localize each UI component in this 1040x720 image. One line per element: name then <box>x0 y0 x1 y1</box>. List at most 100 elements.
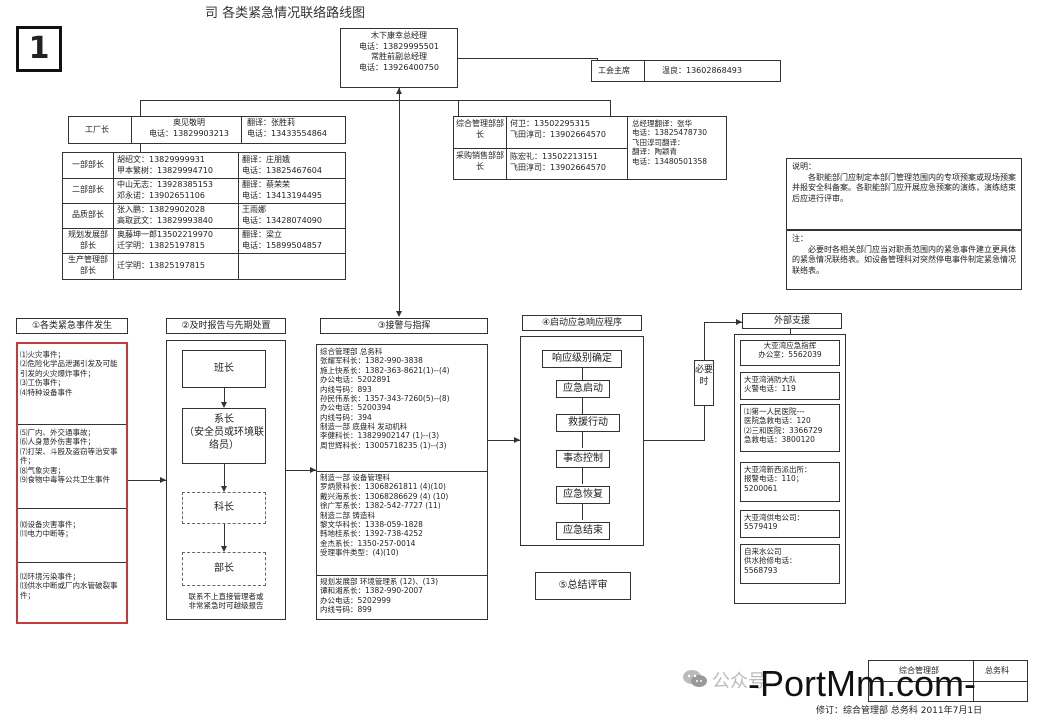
contact-line: 综合管理部 总务科 <box>320 347 383 356</box>
factory-manager: 奥见敬明 <box>173 118 205 127</box>
col3-box: 综合管理部 总务科 张耀军科长：1382-990-3838 施上快系长：1382… <box>316 344 488 620</box>
contact-line: 周世辉科长：13005718235 (1)--(3) <box>320 440 447 450</box>
department-label: 二部部长 <box>72 185 104 194</box>
external-line: 5200061 <box>744 483 778 493</box>
contact-line: 办公电话：5202891 <box>320 375 391 385</box>
top-manager-line: 电话：13829995501 <box>359 41 439 51</box>
event-item: ⑴火灾事件； <box>20 350 65 359</box>
event-item: ⑾电力中断等； <box>20 529 73 539</box>
note-title: 注： <box>792 234 808 243</box>
col2-header: ②及时报告与先期处置 <box>166 318 286 334</box>
purchase-label: 采购销售部部长 <box>456 151 504 171</box>
comprehensive-line: 飞田淳司：13902664570 <box>510 129 606 139</box>
comprehensive-box: 综合管理部部长 何卫：13502295315 飞田淳司：13902664570 … <box>453 116 628 180</box>
factory-phone: 电话：13829903213 <box>149 128 229 138</box>
note-body: 各职能部门应制定本部门管理范围内的专项预案或现场预案并报安全科备案。各职能部门应… <box>792 172 1016 203</box>
top-manager-line: 木下康幸总经理 <box>371 31 427 40</box>
department-translator: 电话：15899504857 <box>242 240 322 250</box>
summary-review: ⑤总结评审 <box>535 572 631 600</box>
purchase-line: 飞田淳司：13902664570 <box>510 162 606 172</box>
top-manager-line: 常胜前副总经理 <box>371 52 427 62</box>
event-item: ⑵危险化学品泄漏引发及可能引发的火灾爆炸事件； <box>20 359 118 378</box>
department-contact: 奥藤坤一郎13502219970 <box>117 230 213 239</box>
gm-translator-line: 翻译：陶颖青 <box>632 147 677 157</box>
external-line: 急救电话：3800120 <box>744 435 815 445</box>
event-item: ⑽设备灾害事件； <box>20 520 80 529</box>
external-line: 火警电话：119 <box>744 384 796 394</box>
department-contact: 张入鹏：13829902028 <box>117 205 205 214</box>
department-contact: 甲本繁树：13829994710 <box>117 165 213 175</box>
required-label: 必要时 <box>694 360 714 406</box>
response-step: 应急结束 <box>556 522 610 540</box>
department-label: 品质部长 <box>72 210 104 219</box>
step-team-leader: 班长 <box>182 350 266 388</box>
external-contact: 大亚湾新西派出所： 报警电话：110； 5200061 <box>740 462 840 502</box>
contact-line: 黎文华科长：1338-059-1828 <box>320 519 423 529</box>
note-body: 必要时各相关部门应当对职责范围内的紧急事件建立更具体的紧急情况联络表。如设备管理… <box>792 244 1016 275</box>
external-line: ⑵三和医院：3366729 <box>744 425 823 435</box>
contact-line: 金杰系长：1350-257-0014 <box>320 538 416 548</box>
external-contact: ⑴第一人民医院--- 医院急救电话：120 ⑵三和医院：3366729 急救电话… <box>740 404 840 452</box>
external-contact: 大亚湾供电公司： 5579419 <box>740 510 840 538</box>
step-director: 部长 <box>182 552 266 586</box>
department-label: 规划发展部部长 <box>68 230 108 250</box>
connector-line <box>458 58 598 59</box>
note-title: 说明： <box>792 162 816 171</box>
contact-line: 规划发展部 环境管理系 (12)、(13) <box>320 577 439 586</box>
event-item: ⑺打架、斗殴及盗窃等治安事件； <box>20 446 118 466</box>
contact-line: 制造一部 设备管理科 <box>320 473 390 482</box>
revision-note: 修订：综合管理部 总务科 2011年7月1日 <box>816 706 983 716</box>
contact-line: 办公电话：5200394 <box>320 403 391 413</box>
department-translator: 王雨娜 <box>242 205 266 214</box>
stamp-label: 综合管理部 <box>899 666 939 675</box>
department-contact: 邓永诺：13902651106 <box>117 190 205 200</box>
gm-translator-line: 总经理翻译：张华 <box>632 119 692 128</box>
arrow-right-icon <box>514 437 520 443</box>
contact-line: 罗炳景科长：13068261811 (4)(10) <box>320 482 446 492</box>
response-step: 事态控制 <box>556 450 610 468</box>
contact-line: 徐广军系长：1382-542-7727 (11) <box>320 501 441 511</box>
gm-translator-line: 电话：13480501358 <box>632 156 707 166</box>
department-translator: 翻译：蔡荣荣 <box>242 180 290 189</box>
top-manager-line: 电话：13926400750 <box>359 62 439 72</box>
contact-line: 韩地桂系长：1392-738-4252 <box>320 529 423 539</box>
contact-line: 内线号码：893 <box>320 384 372 394</box>
watermark: -PortMm.com- <box>748 663 976 704</box>
department-contact: 胡绍文：13829999931 <box>117 155 205 164</box>
col4-header: ④启动应急响应程序 <box>522 315 642 331</box>
note-box-1: 说明： 各职能部门应制定本部门管理范围内的专项预案或现场预案并报安全科备案。各职… <box>786 158 1022 230</box>
department-translator: 电话：13825467604 <box>242 165 322 175</box>
note-box-2: 注： 必要时各相关部门应当对职责范围内的紧急事件建立更具体的紧急情况联络表。如设… <box>786 230 1022 290</box>
contact-line: 施上快系长：1382-363-8621(1)--(4) <box>320 365 450 375</box>
department-contact: 迁学明：13825197815 <box>117 261 205 270</box>
external-contact: 自来水公司 供水抢修电话： 5568793 <box>740 544 840 584</box>
external-line: 大亚湾应急指挥 <box>763 341 817 350</box>
approval-stamp-table: 综合管理部 总务科 <box>868 660 1028 702</box>
contact-line: 谭和湘系长：1382-990-2007 <box>320 586 423 596</box>
contact-line: 孙民伟系长：1357-343-7260(5)--(8) <box>320 393 450 403</box>
external-contact: 大亚湾应急指挥 办公室：5562039 <box>740 340 840 366</box>
external-line: 大亚湾供电公司： <box>744 513 804 522</box>
department-translator: 翻译：梁立 <box>242 230 282 239</box>
department-contact: 高取武文：13829993840 <box>117 215 213 225</box>
response-step: 应急恢复 <box>556 486 610 504</box>
arrow-right-icon <box>736 319 742 325</box>
event-item: ⒀供水中断或厂内水管破裂事件； <box>20 581 118 600</box>
purchase-line: 陈宏礼：13502213151 <box>510 152 598 161</box>
event-item: ⑿环境污染事件； <box>20 572 80 581</box>
response-step: 响应级别确定 <box>542 350 622 368</box>
event-item: ⑻气象灾害； <box>20 465 65 475</box>
external-contact: 大亚湾消防大队 火警电话：119 <box>740 372 840 400</box>
union-box: 工会主席 温良：13602868493 <box>591 60 781 82</box>
department-label: 一部部长 <box>72 160 104 169</box>
arrow-down-icon <box>221 486 227 492</box>
arrow-down-icon <box>221 402 227 408</box>
col1-header: ①各类紧急事件发生 <box>16 318 128 334</box>
escalation-note: 非常紧急时可越级报告 <box>188 601 264 611</box>
col3-header: ③接警与指挥 <box>320 318 488 334</box>
comprehensive-line: 何卫：13502295315 <box>510 119 590 128</box>
contact-line: 戴兴海系长：13068286629 (4) (10) <box>320 491 449 501</box>
contact-line: 李健科长：13829902147 (1)--(3) <box>320 431 440 441</box>
external-line: 大亚湾消防大队 <box>744 375 797 384</box>
factory-translator-phone: 电话：13433554864 <box>247 128 327 138</box>
